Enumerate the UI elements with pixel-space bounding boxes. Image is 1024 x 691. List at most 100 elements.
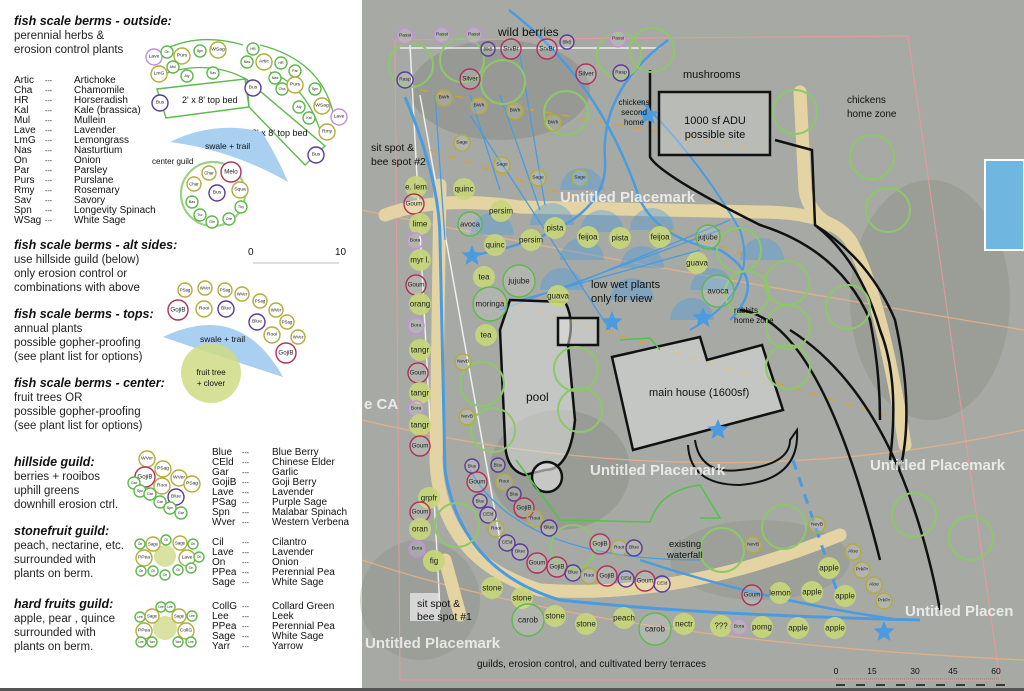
plant-ring-icon [457, 211, 483, 237]
legend-abbr: Wver [212, 517, 236, 528]
plant-marker: apple [834, 585, 856, 607]
plant-label: feijoa [578, 233, 598, 242]
plant-ring-icon [187, 538, 199, 550]
legend-abbr: Mul [14, 115, 30, 126]
plant-label: Spn [312, 87, 319, 91]
legend-abbr: Lave [212, 547, 234, 558]
plant-marker: Sage [529, 169, 547, 187]
tree-marker-icon [544, 605, 566, 627]
plant-ring-icon [292, 100, 306, 114]
plant-label: Bora [411, 323, 422, 329]
plant-marker: Blue [540, 519, 558, 537]
plant-ring-icon [396, 71, 414, 89]
plant-ring-icon [160, 534, 172, 546]
legend-panel [0, 0, 362, 691]
driveway-edge [648, 70, 882, 421]
top-bed-2 [246, 78, 327, 166]
plant-marker: e. lem [405, 176, 427, 198]
plant-label: Goum [529, 560, 546, 567]
plant-marker: Rasp [612, 64, 630, 82]
section-title-outside: fish scale berms - outside: [14, 14, 172, 28]
plant-ring-icon [167, 299, 189, 321]
placemark-label: Untitled Placen [905, 603, 1013, 620]
plant-ring-icon [808, 516, 826, 534]
plant-label: PSag [180, 288, 191, 293]
plant-marker: Sage [453, 134, 471, 152]
plant-label: Bora [412, 546, 423, 552]
plant-marker: WVer [268, 302, 284, 318]
legend-abbr: On [14, 155, 27, 166]
plant-marker: Gar [153, 495, 167, 509]
plant-marker: NevB [808, 516, 826, 534]
plant-label: Aly [296, 105, 301, 109]
plant-marker: tea [475, 324, 497, 346]
tree-canopy-ring-icon [761, 504, 807, 550]
plant-ring-icon [154, 460, 172, 478]
plant-label: Goum [408, 282, 425, 289]
plant-label: SrvBr [503, 46, 518, 53]
tree-canopy-rings [388, 27, 994, 573]
swale-shape [170, 127, 288, 182]
plant-label: Gar [157, 500, 164, 504]
legend-name: Lavender [272, 487, 314, 498]
label-low-wet-2: only for view [591, 293, 652, 305]
section-desc: possible gopher-proofing [14, 337, 141, 349]
label-sit-spot-2: sit spot & [371, 142, 414, 154]
plant-marker: Lee [185, 636, 197, 648]
plant-marker: Goum [466, 471, 488, 493]
plant-marker: WVer [170, 469, 188, 487]
hardfruit-tree-icon [153, 616, 177, 640]
tree-marker-icon [481, 577, 503, 599]
plant-label: Lee [188, 640, 194, 644]
plant-ring-icon [183, 475, 201, 493]
placemark-label: e CA [364, 396, 398, 413]
plant-marker: BlkB [480, 41, 496, 57]
legend-name: Lavender [272, 547, 314, 558]
plant-marker: Passi [433, 26, 451, 44]
legend-abbr: GojiB [212, 477, 237, 488]
tree-marker-icon [453, 178, 475, 200]
main-house-outline [610, 335, 785, 452]
plant-marker: On [160, 45, 174, 59]
plant-label: Rooi [157, 483, 167, 489]
plant-ring-icon [279, 314, 295, 330]
plant-label: jujube [507, 277, 530, 286]
legend-abbr: Par [14, 165, 30, 176]
plant-label: Sage [574, 175, 586, 181]
plant-label: stone [512, 594, 532, 603]
plant-label: nectr [675, 620, 693, 629]
plant-marker: pomg [751, 616, 773, 638]
plant-label: Goum [412, 509, 429, 516]
plant-marker: tea [473, 266, 495, 288]
plant-marker: Rooi [263, 326, 281, 344]
plant-label: NevB [461, 414, 474, 420]
plant-ring-icon [638, 612, 672, 646]
legend-name: Perennial Pea [272, 567, 335, 578]
plant-ring-icon [472, 286, 508, 322]
plant-label: persim [519, 236, 543, 245]
plant-marker: Bora [730, 618, 748, 636]
legend-abbr: Spn [14, 205, 32, 216]
plant-label: Purs [290, 82, 301, 88]
legend-sep: --- [242, 614, 250, 621]
plant-ring-icon [466, 471, 488, 493]
plant-marker: GojiB [167, 299, 189, 321]
plant-ring-icon [180, 69, 194, 83]
plant-ring-icon [286, 76, 304, 94]
plant-marker: Passi [396, 27, 414, 45]
plant-ring-icon [617, 570, 635, 588]
tree-canopy-ring-icon [724, 270, 770, 316]
top-bed-label: 2' x 8' top bed [182, 95, 237, 105]
plant-marker: GojiB [275, 342, 297, 364]
label-chickens-second-2: second [621, 108, 647, 117]
plant-ring-icon [135, 636, 147, 648]
bottom-border [0, 688, 1024, 691]
legend-abbr: CollG [212, 601, 237, 612]
plant-marker: Purs [173, 47, 191, 65]
label-wild-berries: wild berries [497, 25, 559, 39]
plant-ring-icon [589, 533, 611, 555]
plant-ring-icon [308, 82, 322, 96]
plant-marker: Goum [407, 362, 429, 384]
plant-marker: WVer [290, 329, 306, 345]
